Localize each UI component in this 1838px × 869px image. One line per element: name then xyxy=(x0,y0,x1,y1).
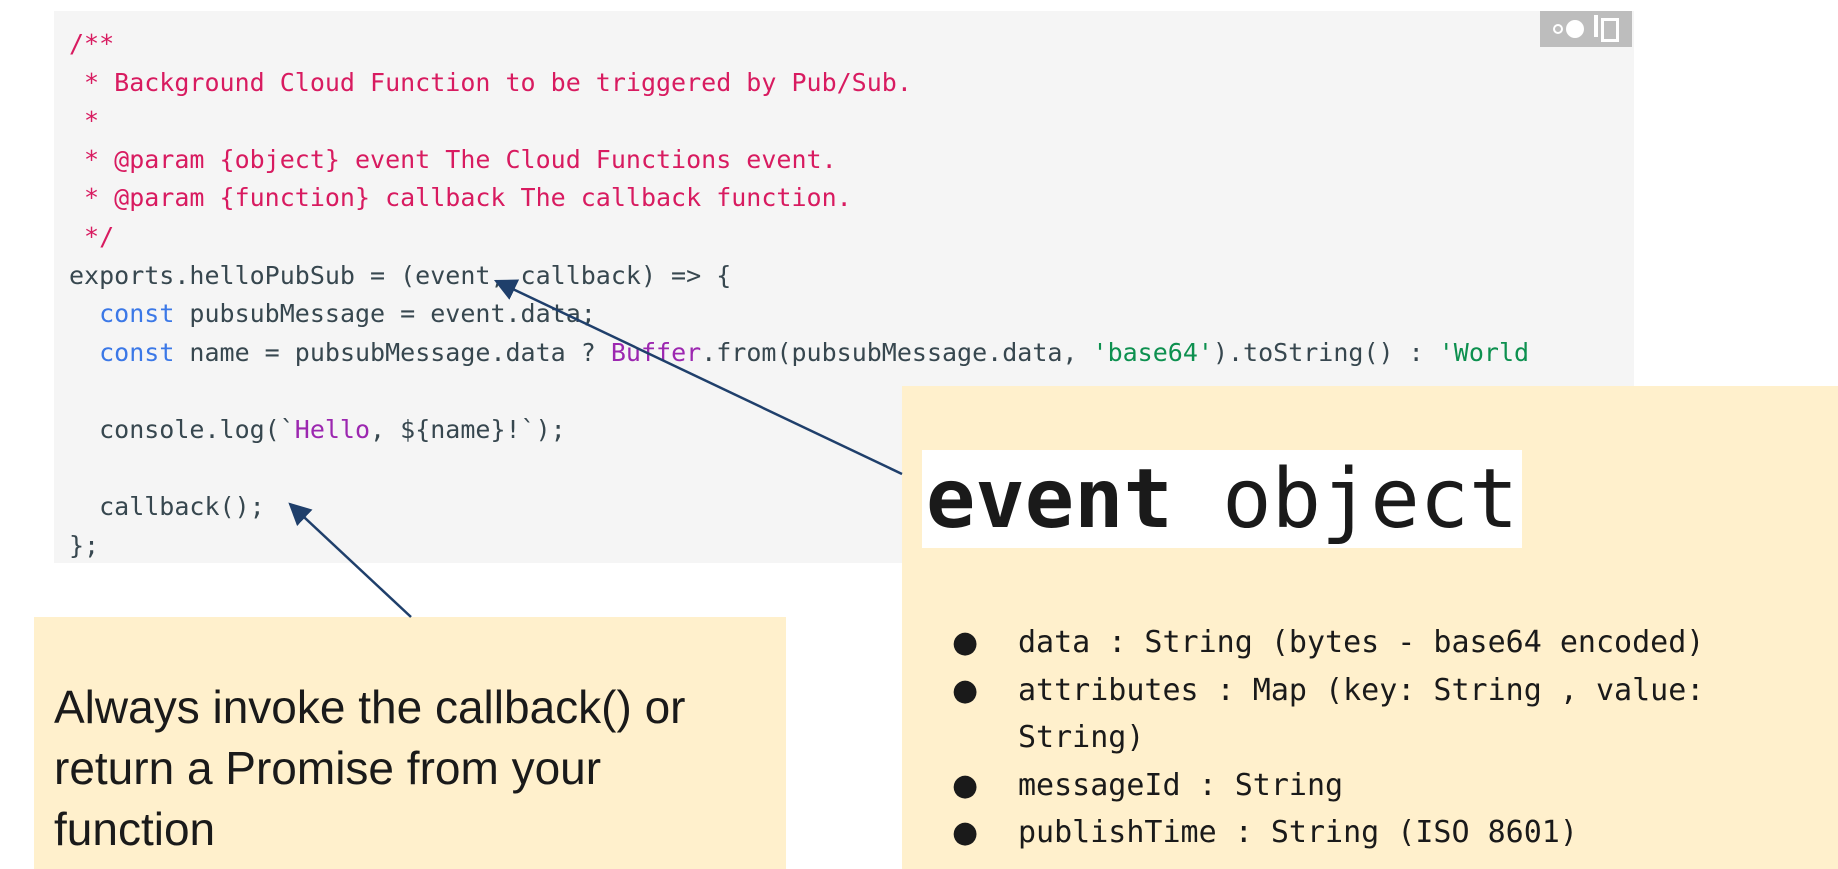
code-line: callback(); xyxy=(69,488,1529,527)
event-properties-list: ●data : String (bytes - base64 encoded) … xyxy=(952,619,1738,857)
code-line: /** xyxy=(69,25,1529,64)
callback-callout: Always invoke the callback() or return a… xyxy=(34,617,786,869)
property-text: publishTime : String (ISO 8601) xyxy=(1018,815,1578,850)
code-token: exports.helloPubSub = (event, callback) … xyxy=(69,260,732,290)
code-token: , ${name}!`); xyxy=(370,414,566,444)
code-line: * Background Cloud Function to be trigge… xyxy=(69,64,1529,103)
code-token: callback(); xyxy=(69,492,265,522)
property-text: data : String (bytes - base64 encoded) xyxy=(1018,625,1705,660)
list-item: ● publishTime : String (ISO 8601) xyxy=(952,809,1738,857)
code-line: exports.helloPubSub = (event, callback) … xyxy=(69,257,1529,296)
code-token xyxy=(69,338,99,367)
event-heading-keyword: event xyxy=(926,451,1173,547)
code-token: }; xyxy=(69,530,100,560)
property-text: attributes : Map (key: String , value: S… xyxy=(1018,672,1705,756)
code-token: 'base64' xyxy=(1092,337,1213,367)
code-token: console.log(` xyxy=(69,414,295,444)
code-line: * @param {function} callback The callbac… xyxy=(69,179,1529,218)
code-token: const xyxy=(99,337,175,367)
callback-callout-text: Always invoke the callback() or return a… xyxy=(54,681,686,855)
property-text: messageId : String xyxy=(1018,767,1344,803)
list-item: ● attributes : Map (key: String , value: … xyxy=(952,667,1738,762)
code-token: Buffer xyxy=(610,337,702,367)
code-token: name = pubsubMessage.data ? xyxy=(174,337,611,367)
code-token: pubsubMessage = event.data; xyxy=(174,299,596,329)
code-toolbar xyxy=(1540,11,1632,47)
code-token: 'World xyxy=(1438,337,1530,367)
toggle-icon[interactable] xyxy=(1552,20,1584,38)
bullet-icon: ● xyxy=(952,815,979,850)
code-line: */ xyxy=(69,218,1529,257)
code-token: * @param {function} callback The callbac… xyxy=(69,183,852,213)
list-item: ● data : String (bytes - base64 encoded) xyxy=(952,619,1738,667)
code-line: const name = pubsubMessage.data ? Buffer… xyxy=(69,334,1529,373)
event-heading-rest: object xyxy=(1172,451,1519,547)
code-token xyxy=(69,299,99,328)
code-line: * @param {object} event The Cloud Functi… xyxy=(69,141,1529,180)
bullet-icon: ● xyxy=(952,767,979,803)
code-token: Hello xyxy=(294,414,371,444)
code-token: const xyxy=(99,299,175,329)
bullet-icon: ● xyxy=(952,672,979,708)
code-token: * @param {object} event The Cloud Functi… xyxy=(69,144,837,174)
code-token: * xyxy=(69,106,100,136)
code-token: ).toString() : xyxy=(1212,337,1439,367)
code-token: * Background Cloud Function to be trigge… xyxy=(69,67,912,97)
code-line: * xyxy=(69,102,1529,141)
event-object-heading: event object xyxy=(922,450,1523,548)
event-object-callout: event object ● data : String (bytes - bas… xyxy=(902,386,1838,869)
code-line: const pubsubMessage = event.data; xyxy=(69,295,1529,334)
copy-icon[interactable] xyxy=(1593,15,1620,43)
bullet-icon: ● xyxy=(952,625,979,660)
list-item: ● messageId : String xyxy=(952,762,1738,810)
code-token: */ xyxy=(69,221,115,251)
code-token: /** xyxy=(69,29,115,58)
code-token: .from(pubsubMessage.data, xyxy=(701,337,1093,367)
code-line: }; xyxy=(69,527,1529,563)
